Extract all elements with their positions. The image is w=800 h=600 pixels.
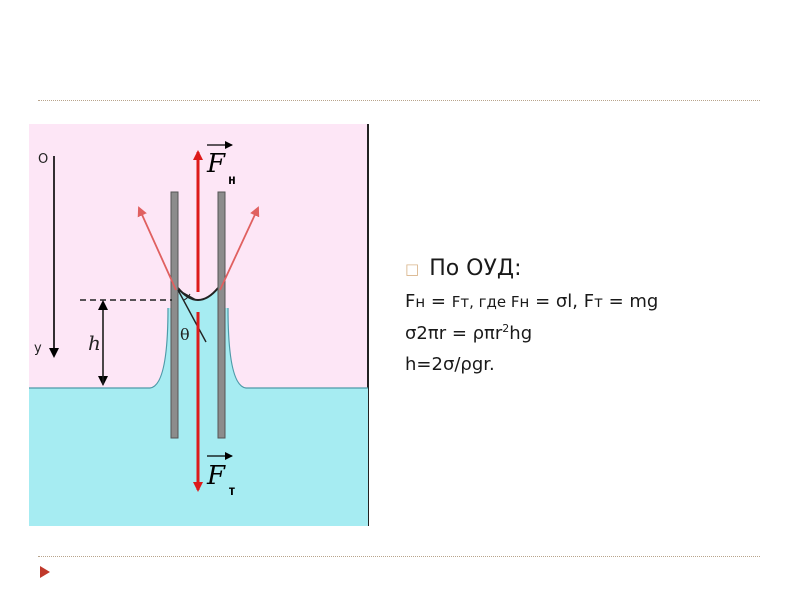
- top-divider: [38, 100, 760, 101]
- eq2-tail: hg: [509, 323, 533, 344]
- eq1-where: , где: [469, 293, 511, 311]
- eq2-sup: 2: [502, 322, 510, 335]
- tension-arrow-left: [137, 206, 177, 291]
- eq1-f2: F: [451, 293, 461, 311]
- eq1-mg: = mg: [602, 291, 659, 312]
- bullet-icon: □: [405, 259, 420, 278]
- bottom-divider: [38, 556, 760, 557]
- eq1-f4: F: [583, 291, 595, 312]
- eq1-f4-sub: т: [594, 293, 603, 311]
- equation-line-2: σ2πr = ρπr2hg: [405, 322, 765, 344]
- eq2-main: σ2πr = ρπr: [405, 323, 503, 344]
- eq1-f-sub: н: [415, 293, 426, 311]
- eq1-f: F: [405, 291, 416, 312]
- eq1-eq: =: [425, 291, 452, 312]
- tube-wall-right: [217, 191, 226, 439]
- h-label: h: [88, 331, 101, 355]
- force-top-subscript: н: [228, 173, 236, 188]
- eq1-f3: F: [510, 293, 520, 311]
- force-bottom-subscript: т: [228, 484, 236, 499]
- force-top-label: F: [206, 149, 226, 179]
- bullet-text: По ОУД:: [429, 256, 522, 281]
- eq1-sigma: = σl,: [529, 291, 584, 312]
- equation-line-1: Fн = Fт, где Fн = σl, Fт = mg: [405, 291, 765, 312]
- equation-line-3: h=2σ/ρgr.: [405, 354, 495, 375]
- eq1-f3-sub: н: [519, 293, 530, 311]
- bullet-item: □ По ОУД:: [405, 256, 765, 281]
- theta-label: θ: [180, 325, 190, 344]
- force-bottom-label: F: [206, 461, 226, 491]
- next-slide-arrow-icon[interactable]: [40, 566, 50, 578]
- tube-wall-left: [170, 191, 179, 439]
- text-block: □ По ОУД: Fн = Fт, где Fн = σl, Fт = mg …: [405, 256, 765, 385]
- axis-origin-label: O: [38, 152, 48, 167]
- axis-y-label: y: [34, 341, 42, 356]
- eq1-f2-sub: т: [460, 293, 470, 311]
- tension-arrow-right: [219, 206, 260, 291]
